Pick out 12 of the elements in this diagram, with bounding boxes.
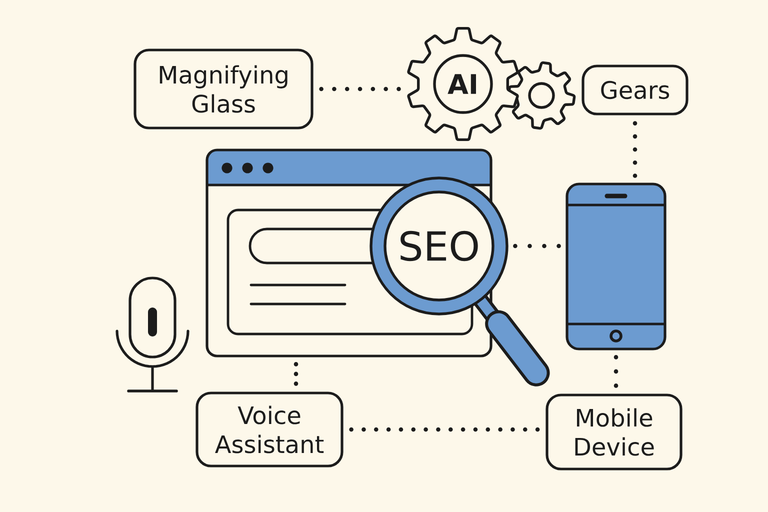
dotted-line: [513, 244, 561, 248]
dotted-line: [294, 362, 298, 386]
label-box: Gears: [582, 64, 688, 116]
label-box: Voice Assistant: [196, 392, 344, 468]
label-box: Magnifying Glass: [134, 48, 314, 130]
dotted-line: [632, 121, 638, 178]
dotted-line: [319, 86, 401, 92]
dotted-line: [349, 427, 540, 432]
label-box: Mobile Device: [546, 394, 682, 470]
gear: AI: [407, 26, 519, 142]
smartphone: [566, 182, 666, 350]
dotted-line: [614, 355, 618, 388]
